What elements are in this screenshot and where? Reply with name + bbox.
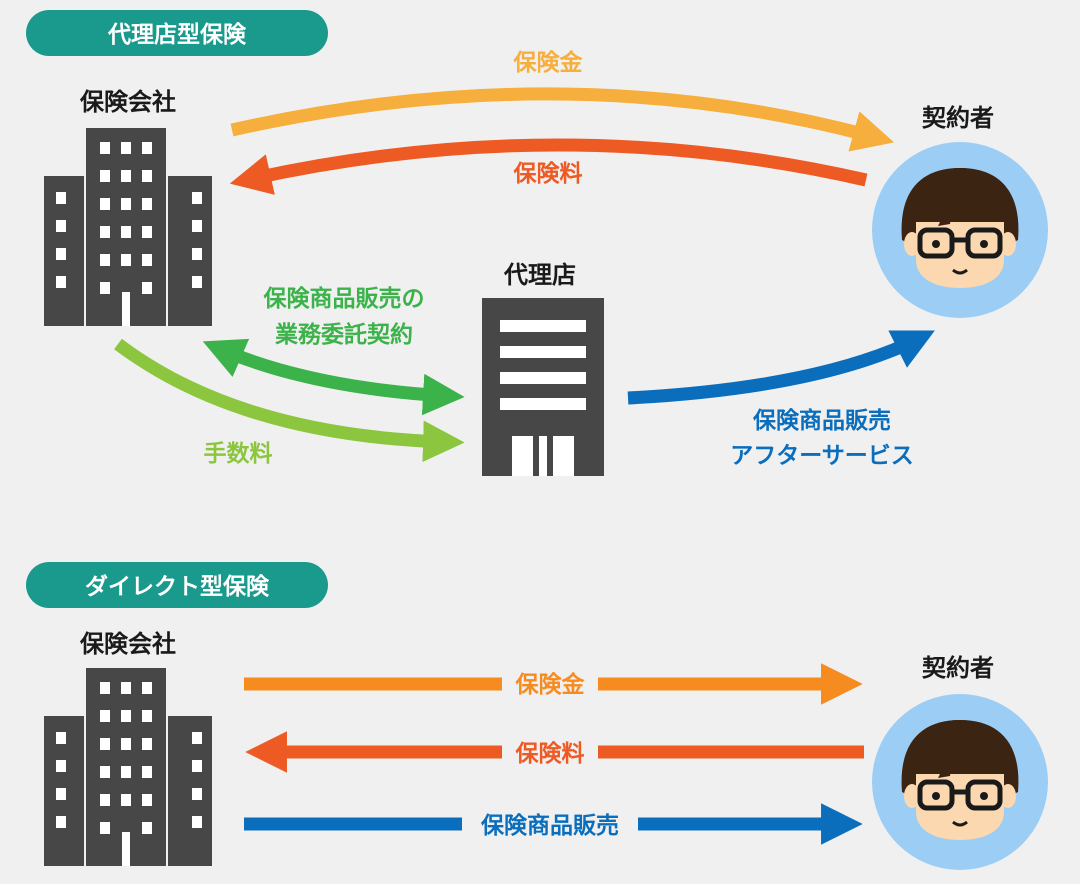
agency-sales-label-line2: アフターサービス <box>730 443 914 469</box>
direct-contractor-avatar-icon <box>872 694 1048 870</box>
direct-premium-label: 保険料 <box>515 740 585 767</box>
agency-commission-arrow <box>114 338 465 463</box>
agency-contract-label-line2: 業務委託契約 <box>274 321 413 348</box>
agency-benefit-arrow <box>230 87 895 152</box>
agency-contract-arrow <box>202 338 465 416</box>
agency-agent-label: 代理店 <box>503 261 576 289</box>
direct-benefit-label: 保険金 <box>515 671 586 698</box>
agency-premium-label: 保険料 <box>513 160 583 187</box>
agency-sales-label-line1: 保険商品販売 <box>752 407 891 434</box>
agency-premium-arrow <box>229 138 868 195</box>
agency-benefit-label: 保険金 <box>513 49 584 76</box>
agency-insurer-label: 保険会社 <box>79 88 176 116</box>
direct-sales-label: 保険商品販売 <box>480 812 619 839</box>
direct-badge <box>26 562 328 608</box>
agency-contractor-label: 契約者 <box>922 104 994 132</box>
direct-insurer-label: 保険会社 <box>79 630 176 658</box>
agency-agent-building-icon <box>482 298 604 476</box>
agency-commission-label: 手数料 <box>204 441 273 467</box>
agency-contract-label-line1: 保険商品販売の <box>263 285 425 312</box>
direct-contractor-label: 契約者 <box>922 654 994 682</box>
direct-badge-text: ダイレクト型保険 <box>85 573 270 600</box>
agency-insurer-building-icon <box>44 128 212 326</box>
agency-sales-arrow <box>627 330 935 405</box>
agency-badge <box>26 10 328 56</box>
agency-badge-text: 代理店型保険 <box>107 21 247 48</box>
direct-insurer-building-icon <box>44 668 212 866</box>
agency-contractor-avatar-icon <box>872 142 1048 318</box>
